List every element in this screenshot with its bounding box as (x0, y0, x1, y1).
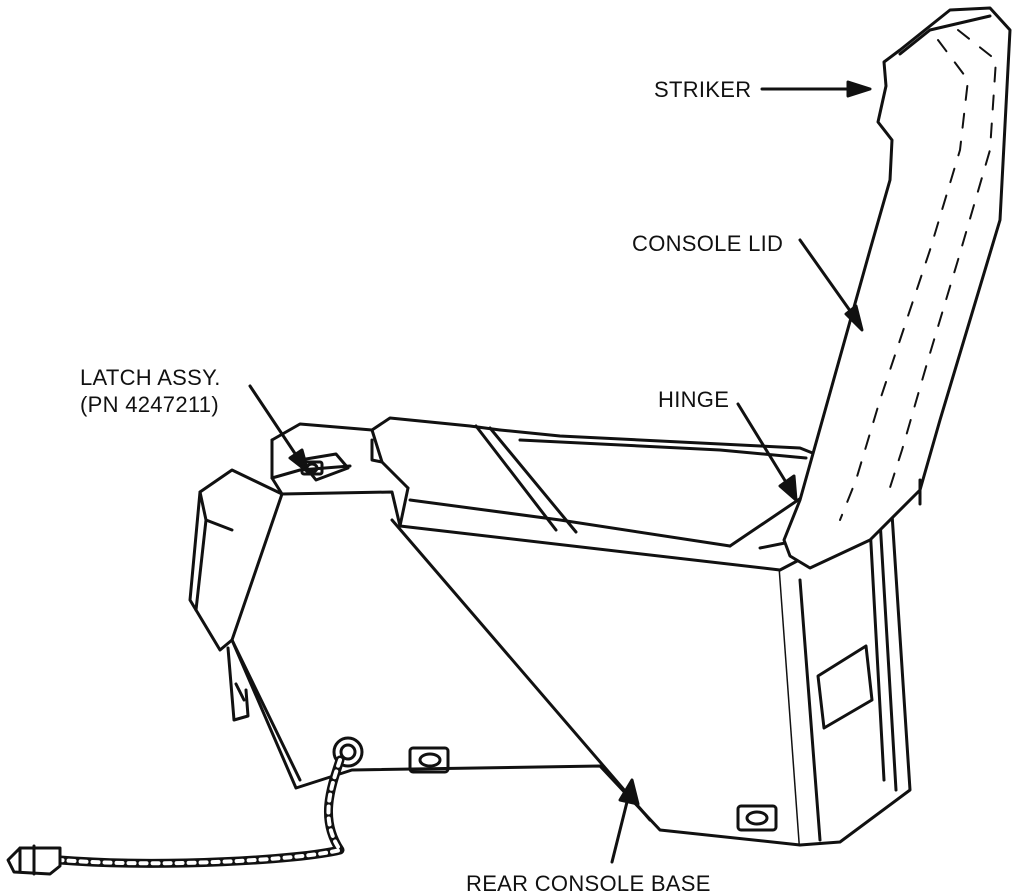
striker-label: STRIKER (654, 76, 751, 103)
rear-console-base (188, 416, 912, 847)
rear-console-base-label-text: REAR CONSOLE BASE (466, 871, 711, 894)
leader-lines (248, 80, 872, 864)
striker-label-text: STRIKER (654, 77, 752, 102)
rear-console-base-label: REAR CONSOLE BASE (466, 870, 711, 894)
hinge-label: HINGE (658, 386, 729, 413)
latch-assy-label: LATCH ASSY. (PN 4247211) (80, 364, 221, 418)
console-lid (782, 6, 1012, 570)
wire-harness (6, 736, 364, 876)
latch-assy-label-line2: (PN 4247211) (80, 392, 219, 417)
latch-assy-label-line1: LATCH ASSY. (80, 365, 221, 390)
console-lid-label-text: CONSOLE LID (632, 231, 784, 256)
hinge-label-text: HINGE (658, 387, 730, 412)
console-lid-label: CONSOLE LID (632, 230, 783, 257)
